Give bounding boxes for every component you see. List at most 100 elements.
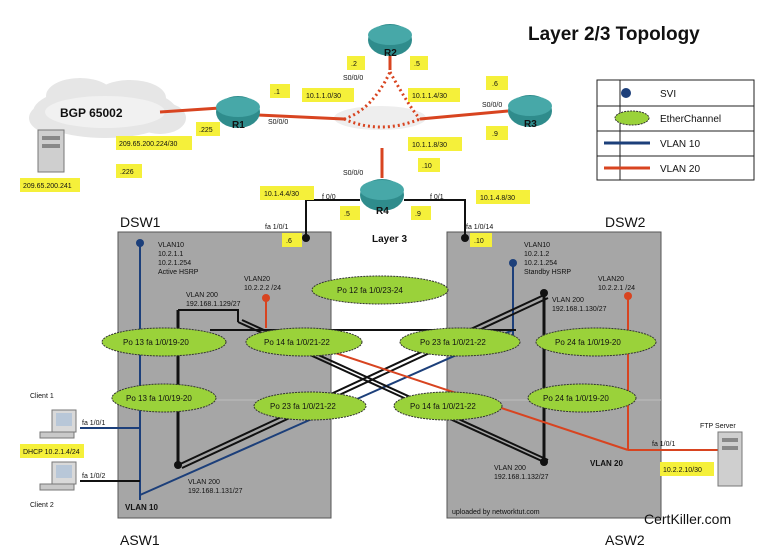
asw1-vlan200-ip: 192.168.1.131/27 — [188, 488, 243, 495]
ftp-label: FTP Server — [700, 423, 736, 430]
r1-s000: S0/0/0 — [268, 119, 288, 126]
po13a-label: Po 13 fa 1/0/19-20 — [123, 338, 189, 347]
etherchannel-legend-marker — [614, 110, 650, 126]
router-r4[interactable]: R4 — [360, 179, 404, 217]
dsw1-fa101: fa 1/0/1 — [265, 224, 288, 231]
svi-legend-marker — [621, 88, 631, 98]
interface-labels: S0/0/0 S0/0/0 S0/0/0 S0/0/0 f 0/0 f 0/1 … — [82, 75, 675, 480]
asw2-fa101: fa 1/0/1 — [652, 441, 675, 448]
asw1-vlan-text: VLAN 200 192.168.1.131/27 VLAN 10 — [125, 479, 243, 512]
r3-r4-net: 10.1.1.8/30 — [412, 142, 447, 149]
dsw1-asw1-box — [117, 231, 332, 519]
asw2-vlan-text: VLAN 200 192.168.1.132/27 VLAN 20 upload… — [452, 459, 623, 516]
dsw1-vlan20-svi — [262, 294, 270, 302]
client1-label: Client 1 — [30, 393, 54, 400]
router-r3[interactable]: R3 — [508, 95, 552, 130]
uploaded-note: uploaded by networktut.com — [452, 509, 540, 516]
asw1-vlan200-svi — [174, 461, 182, 469]
octet-r4-right: .9 — [415, 211, 421, 218]
dsw2-vlan10-ip: 10.2.1.2 — [524, 251, 549, 258]
po24a-label: Po 24 fa 1/0/19-20 — [555, 338, 621, 347]
r4-f00: f 0/0 — [322, 194, 336, 201]
po23b-label: Po 23 fa 1/0/21-22 — [270, 402, 336, 411]
dsw2-vlan10-name: VLAN10 — [524, 242, 550, 249]
dsw2-vlan20-svi — [624, 292, 632, 300]
octet-r1: .1 — [274, 89, 280, 96]
dsw2-vlan10-vip: 10.2.1.254 — [524, 260, 557, 267]
octet-isp: .226 — [120, 169, 134, 176]
core-cloud — [334, 106, 426, 130]
dsw1-vlan20-name: VLAN20 — [244, 276, 270, 283]
octet-r3-left: .6 — [492, 81, 498, 88]
r1-r2-net: 10.1.1.0/30 — [306, 93, 341, 100]
dsw2-vlan10-svi — [509, 259, 517, 267]
r2-s000-left: S0/0/0 — [343, 75, 363, 82]
dsw1-vlan10-name: VLAN10 — [158, 242, 184, 249]
dsw2-vlan-text: VLAN10 10.2.1.2 10.2.1.254 Standby HSRP … — [524, 242, 635, 313]
dsw2-vlan200-ip: 192.168.1.130/27 — [552, 306, 607, 313]
router-r2-label: R2 — [384, 48, 397, 59]
cloud-label: BGP 65002 — [60, 106, 123, 120]
r4-dsw1-net: 10.1.4.4/30 — [264, 191, 299, 198]
asw1-fa102: fa 1/0/2 — [82, 473, 105, 480]
diagram-title: Layer 2/3 Topology — [528, 24, 700, 45]
layer3-label: Layer 3 — [372, 234, 407, 245]
legend: SVI EtherChannel VLAN 10 VLAN 20 — [596, 79, 755, 181]
octet-r4-up: .10 — [422, 163, 432, 170]
isp-server — [37, 129, 65, 173]
client2-pc — [39, 461, 77, 491]
dhcp-label: DHCP 10.2.1.4/24 — [23, 449, 80, 456]
asw2-vlan200-ip: 192.168.1.132/27 — [494, 474, 549, 481]
legend-svi: SVI — [660, 89, 676, 100]
router-r1-label: R1 — [232, 120, 245, 131]
dsw2-label: DSW2 — [605, 214, 646, 230]
octet-r2-left: .2 — [351, 61, 357, 68]
dsw1-vlan10-svi — [136, 239, 144, 247]
dsw2-vlan200-name: VLAN 200 — [552, 297, 584, 304]
asw2-vlan20: VLAN 20 — [590, 459, 623, 468]
asw1-fa101: fa 1/0/1 — [82, 420, 105, 427]
po23a-label: Po 23 fa 1/0/21-22 — [420, 338, 486, 347]
client1-pc — [39, 409, 77, 439]
dsw1-vlan-text: VLAN10 10.2.1.1 10.2.1.254 Active HSRP V… — [158, 242, 281, 308]
isp-net: 209.65.200.224/30 — [119, 141, 177, 148]
po14b-label: Po 14 fa 1/0/21-22 — [410, 402, 476, 411]
octet-dsw2-up: .10 — [474, 238, 484, 245]
router-r3-label: R3 — [524, 119, 537, 130]
etherchannels: Po 12 fa 1/0/23-24 Po 13 fa 1/0/19-20 Po… — [101, 275, 657, 421]
dsw2-vlan10-hsrp: Standby HSRP — [524, 269, 571, 276]
bgp-cloud: BGP 65002 — [29, 78, 186, 138]
router-r2[interactable]: R2 — [368, 24, 412, 59]
r2-r3-net: 10.1.1.4/30 — [412, 93, 447, 100]
dsw1-vlan200-name: VLAN 200 — [186, 292, 218, 299]
asw2-vlan200-name: VLAN 200 — [494, 465, 526, 472]
dsw1-vlan10-ip: 10.2.1.1 — [158, 251, 183, 258]
dsw2-vlan20-ip: 10.2.2.1 /24 — [598, 285, 635, 292]
po24b-label: Po 24 fa 1/0/19-20 — [543, 394, 609, 403]
server-ip: 209.65.200.241 — [23, 183, 72, 190]
dsw2-vlan200-svi — [540, 289, 548, 297]
legend-vlan20: VLAN 20 — [660, 164, 700, 175]
router-r1[interactable]: R1 — [216, 96, 260, 131]
asw1-label: ASW1 — [120, 532, 160, 548]
wan-dotted-links — [343, 71, 422, 129]
dsw2-asw2-box — [446, 231, 662, 519]
dsw2-fa1014: fa 1/0/14 — [466, 224, 493, 231]
r3-s000: S0/0/0 — [482, 102, 502, 109]
router-r4-label: R4 — [376, 206, 389, 217]
legend-vlan10: VLAN 10 — [660, 139, 700, 150]
octet-dsw1-up: .6 — [286, 238, 292, 245]
r4-s000: S0/0/0 — [343, 170, 363, 177]
po14a-label: Po 14 fa 1/0/21-22 — [264, 338, 330, 347]
watermark: CertKiller.com — [644, 511, 731, 527]
asw2-vlan200-svi — [540, 458, 548, 466]
asw2-label: ASW2 — [605, 532, 645, 548]
ip-labels: .2 .5 .1 .225 209.65.200.224/30 .226 209… — [20, 56, 714, 476]
ftp-server — [717, 431, 743, 487]
dsw1-vlan20-ip: 10.2.2.2 /24 — [244, 285, 281, 292]
wan-links — [159, 48, 509, 178]
octet-r4-left: .5 — [344, 211, 350, 218]
client2-label: Client 2 — [30, 502, 54, 509]
